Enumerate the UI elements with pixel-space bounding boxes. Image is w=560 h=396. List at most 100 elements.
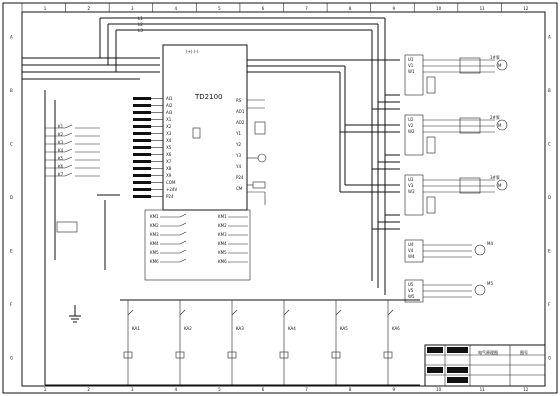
pin-label-block	[133, 104, 151, 107]
controller-pin-left: X6	[166, 152, 172, 157]
input-switch	[64, 172, 73, 177]
motor-symbol	[474, 284, 486, 296]
controller-pin-left: +24V	[166, 187, 177, 192]
svg-text:L3: L3	[138, 28, 143, 33]
contactor-switch	[179, 213, 187, 218]
input-switch	[64, 140, 73, 145]
terminal-label: U4	[408, 242, 414, 247]
contactor-label: KM6	[150, 259, 159, 264]
border-number: 1	[44, 6, 47, 11]
contactor-label: KM5	[150, 250, 159, 255]
border-letter: C	[548, 142, 551, 147]
controller-pin-left: X9	[166, 173, 172, 178]
controller-pin-left: X5	[166, 145, 172, 150]
controller-pin-left: X1	[166, 117, 172, 122]
contactor-label: KM5	[218, 250, 227, 255]
border-number: 7	[305, 6, 308, 11]
relay-coil	[331, 351, 341, 359]
motor-symbol	[474, 244, 486, 256]
input-label: K2	[58, 132, 64, 137]
ground-symbol	[69, 305, 81, 323]
controller-pin-right: AO2	[236, 120, 245, 125]
border-number: 6	[262, 6, 265, 11]
pin-label-block	[133, 146, 151, 149]
border-letter: C	[10, 142, 13, 147]
relay-contact	[231, 309, 238, 316]
controller-pin-right: Y1	[235, 131, 241, 136]
terminal-strip	[404, 54, 424, 96]
terminal-label: U2	[408, 117, 414, 122]
border-letter: A	[548, 35, 551, 40]
contactor-symbol	[426, 76, 436, 94]
motor-label: M4	[487, 241, 493, 246]
border-letter: F	[548, 302, 551, 307]
terminal-strip	[404, 174, 424, 216]
border-letter: B	[10, 88, 13, 93]
pin-label-block	[133, 195, 151, 198]
pin-label-block	[133, 125, 151, 128]
motor-label: 2#泵	[490, 115, 500, 120]
border-number: 2	[87, 6, 90, 11]
border-number: 9	[392, 387, 395, 392]
relay-contact	[283, 309, 290, 316]
svg-text:L2: L2	[138, 22, 143, 27]
pin-label-block	[133, 139, 151, 142]
terminal-label: V1	[408, 63, 414, 68]
pin-label-block	[133, 167, 151, 170]
border-number: 8	[349, 387, 352, 392]
motor-label: 1#泵	[490, 55, 500, 60]
controller-pin-left: X7	[166, 159, 172, 164]
motor-label: 3#泵	[490, 175, 500, 180]
relay-label: KA2	[184, 326, 192, 331]
contactor-switch	[179, 258, 187, 263]
border-letter: A	[10, 35, 13, 40]
controller-supply: (+) (-)	[186, 49, 199, 54]
motor-symbol	[496, 179, 508, 191]
thermal-relay	[459, 57, 481, 74]
border-number: 5	[218, 387, 221, 392]
contactor-switch	[179, 249, 187, 254]
controller-output-lines	[247, 59, 400, 230]
pin-label-block	[133, 118, 151, 121]
pin-label-block	[133, 153, 151, 156]
controller-port	[192, 127, 201, 139]
controller-pin-right: P24	[236, 175, 244, 180]
relay-coil	[383, 351, 393, 359]
controller-pin-left: AI3	[166, 110, 173, 115]
border-number: 10	[436, 387, 442, 392]
controller-pin-left: COM	[166, 180, 176, 185]
border-number: 1	[44, 387, 47, 392]
border-number: 8	[349, 6, 352, 11]
terminal-label: U1	[408, 57, 414, 62]
motor-letter: M	[498, 183, 502, 188]
controller-pin-right: Y3	[235, 153, 241, 158]
contactor-switch	[179, 231, 187, 236]
contactor-label: KM6	[218, 259, 227, 264]
input-switch	[64, 156, 73, 161]
motor-label: M5	[487, 281, 493, 286]
border-number: 12	[523, 387, 529, 392]
controller-pin-left: AI2	[166, 103, 173, 108]
border-number: 11	[480, 6, 486, 11]
drawing-no: 图号	[520, 349, 528, 355]
pin-label-block	[133, 188, 151, 191]
border-number: 12	[523, 6, 529, 11]
controller-pin-left: X4	[166, 138, 172, 143]
input-switch	[64, 148, 73, 153]
pin-label-block	[133, 132, 151, 135]
title-text: 电气原理图	[478, 349, 498, 355]
relay-label: KA6	[392, 326, 400, 331]
input-label: K6	[58, 164, 64, 169]
terminal-label: U5	[408, 282, 414, 287]
relay-coil	[279, 351, 289, 359]
inner-border	[21, 11, 546, 387]
controller-pin-left: X2	[166, 124, 172, 129]
pin-label-block	[133, 160, 151, 163]
